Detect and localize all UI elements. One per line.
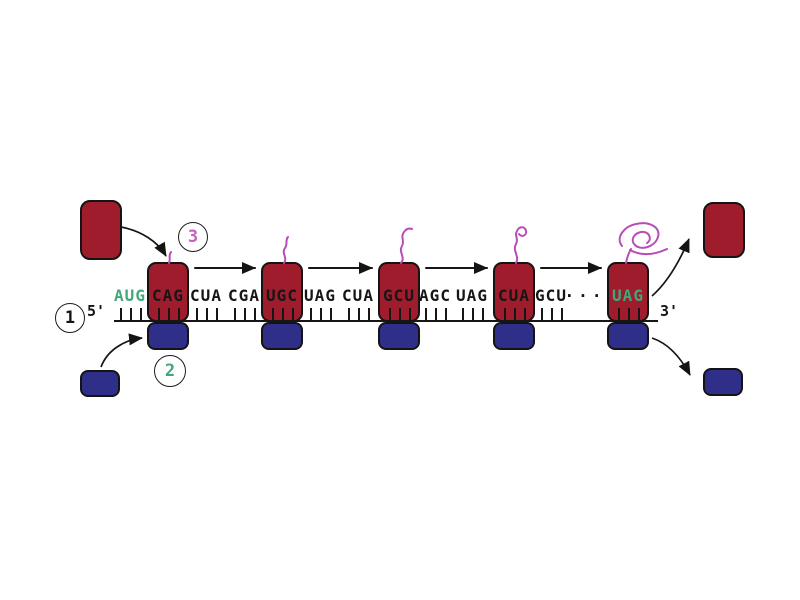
mrna-tick: [514, 308, 516, 321]
mrna-tick: [310, 308, 312, 321]
step-2-number: 2: [164, 361, 176, 381]
mrna-tick: [216, 308, 218, 321]
polypeptide-chain-folded: [629, 248, 668, 255]
large-subunit-release-arrow: [651, 238, 690, 297]
ribosome-small-subunit: [607, 322, 649, 350]
incoming-small-subunit: [80, 370, 120, 397]
step-1-number: 1: [64, 308, 76, 328]
mrna-tick: [462, 308, 464, 321]
small-subunit-join-arrow: [100, 333, 143, 368]
mrna-tick: [638, 308, 640, 321]
small-subunit-release-arrow: [651, 337, 691, 376]
mrna-tick: [618, 308, 620, 321]
mrna-tick: [140, 308, 142, 321]
mrna-tick: [206, 308, 208, 321]
mrna-tick: [234, 308, 236, 321]
released-large-subunit: [703, 202, 745, 258]
codon-cua: CUA: [190, 286, 222, 305]
mrna-tick: [482, 308, 484, 321]
codon-gcu: GCU: [535, 286, 567, 305]
mrna-tick: [272, 308, 274, 321]
mrna-tick: [551, 308, 553, 321]
mrna-tick: [196, 308, 198, 321]
mrna-tick: [628, 308, 630, 321]
mrna-tick: [524, 308, 526, 321]
codon-cga: CGA: [228, 286, 260, 305]
mrna-ellipsis: ...: [564, 282, 606, 301]
step-3-marker: 3: [178, 222, 208, 252]
mrna-tick: [472, 308, 474, 321]
mrna-tick: [435, 308, 437, 321]
codon-uag: UAG: [304, 286, 336, 305]
mrna-tick: [368, 308, 370, 321]
codon-aug-start: AUG: [114, 286, 146, 305]
five-prime-label: 5': [87, 302, 106, 320]
ribosome-small-subunit: [147, 322, 189, 350]
large-subunit-join-arrow: [120, 226, 167, 257]
mrna-tick: [541, 308, 543, 321]
mrna-tick: [244, 308, 246, 321]
mrna-tick: [320, 308, 322, 321]
mrna-tick: [504, 308, 506, 321]
mrna-strand: [114, 320, 658, 322]
codon-agc: AGC: [419, 286, 451, 305]
incoming-large-subunit: [80, 200, 122, 260]
polypeptide-chain-medium: [399, 227, 413, 264]
codon-cua: CUA: [342, 286, 374, 305]
mrna-tick: [348, 308, 350, 321]
ribosome-small-subunit: [261, 322, 303, 350]
mrna-tick: [561, 308, 563, 321]
ribosome-small-subunit: [378, 322, 420, 350]
ribosome-small-subunit: [493, 322, 535, 350]
codon-uag-stop: UAG: [612, 286, 644, 305]
mrna-tick: [254, 308, 256, 321]
polypeptide-chain-short: [282, 236, 289, 264]
step-2-marker: 2: [154, 355, 186, 387]
mrna-tick: [120, 308, 122, 321]
codon-ugc: UGC: [266, 286, 298, 305]
polypeptide-chain-folded: [618, 222, 660, 249]
mrna-tick: [178, 308, 180, 321]
mrna-tick: [399, 308, 401, 321]
mrna-tick: [158, 308, 160, 321]
codon-uag: UAG: [456, 286, 488, 305]
mrna-tick: [292, 308, 294, 321]
ribosome-large-subunit: [378, 262, 420, 322]
mrna-tick: [425, 308, 427, 321]
mrna-tick: [168, 308, 170, 321]
step-3-number: 3: [187, 227, 199, 247]
mrna-tick: [282, 308, 284, 321]
codon-cua: CUA: [498, 286, 530, 305]
polypeptide-chain-folded: [625, 248, 632, 264]
ribosome-large-subunit: [147, 262, 189, 322]
mrna-tick: [330, 308, 332, 321]
polypeptide-chain-long: [513, 226, 528, 264]
codon-cag: CAG: [152, 286, 184, 305]
step-1-marker: 1: [55, 303, 85, 333]
released-small-subunit: [703, 368, 743, 396]
mrna-tick: [358, 308, 360, 321]
mrna-tick: [409, 308, 411, 321]
codon-gcu: GCU: [383, 286, 415, 305]
mrna-tick: [389, 308, 391, 321]
mrna-tick: [445, 308, 447, 321]
three-prime-label: 3': [660, 302, 679, 320]
mrna-tick: [130, 308, 132, 321]
